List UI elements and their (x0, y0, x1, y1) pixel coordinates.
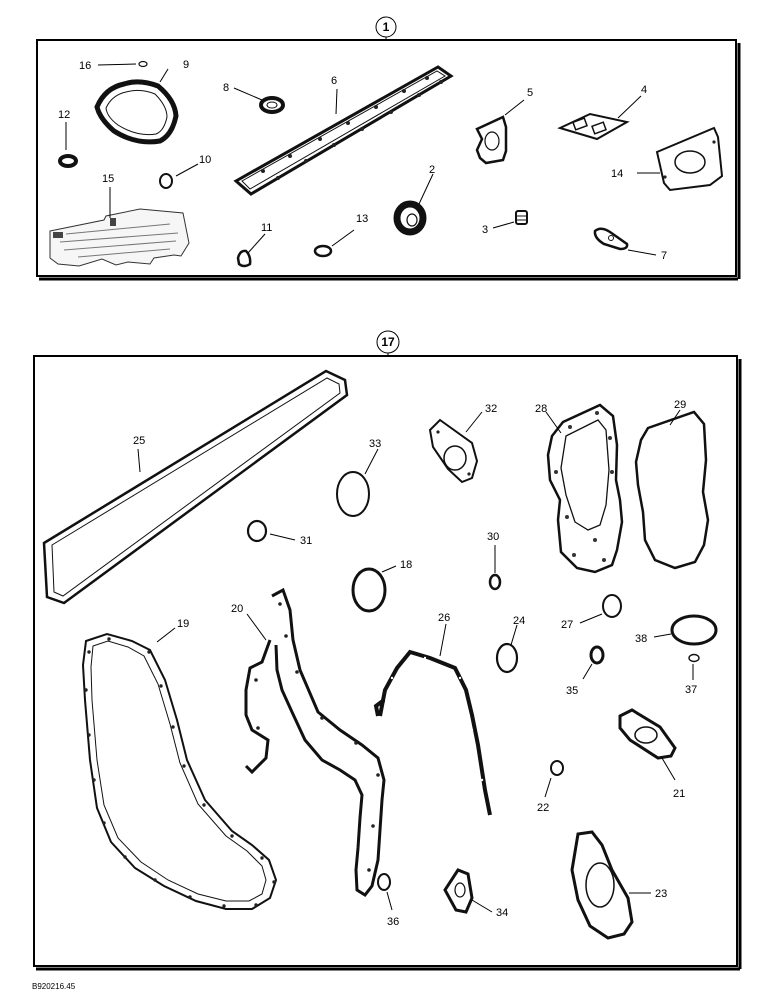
part-15-instruction-sheet (49, 208, 190, 267)
part-36-oring (377, 873, 391, 891)
callout-28: 28 (535, 403, 547, 415)
part-14-gasket (655, 126, 724, 192)
part-19-gasket (81, 632, 278, 910)
callout-33: 33 (369, 438, 381, 450)
callout-22: 22 (537, 802, 549, 814)
callout-36: 36 (387, 916, 399, 928)
part-2-seal (393, 200, 427, 236)
callout-38: 38 (635, 633, 647, 645)
callout-10: 10 (199, 154, 211, 166)
part-18-seal (351, 567, 387, 613)
part-27-oring (602, 594, 622, 618)
part-26-gasket (373, 649, 492, 816)
part-25-seal (42, 369, 349, 605)
part-22-oring (550, 760, 564, 776)
callout-35: 35 (566, 685, 578, 697)
part-7-gasket (593, 227, 629, 251)
callout-32: 32 (485, 403, 497, 415)
kit-1-frame (36, 39, 737, 277)
callout-29: 29 (674, 399, 686, 411)
callout-26: 26 (438, 612, 450, 624)
callout-34: 34 (496, 907, 508, 919)
part-5-gasket (475, 115, 508, 165)
part-6-bolt-holes (261, 76, 443, 180)
part-16-oring (138, 60, 148, 68)
part-32-gasket (428, 418, 479, 484)
part-35-seal (589, 645, 605, 665)
callout-7: 7 (661, 250, 667, 262)
callout-18: 18 (400, 559, 412, 571)
callout-2: 2 (429, 164, 435, 176)
part-30-washer (488, 573, 502, 591)
part-28-gasket (546, 403, 624, 574)
kit-1-group: 1 16 9 8 6 5 (36, 16, 741, 281)
callout-37: 37 (685, 684, 697, 696)
part-11-clip (236, 249, 252, 268)
part-37-oring (688, 653, 700, 663)
part-31-oring (246, 519, 268, 543)
callout-25: 25 (133, 435, 145, 447)
callout-21: 21 (673, 788, 685, 800)
callout-12: 12 (58, 109, 70, 121)
callout-8: 8 (223, 82, 229, 94)
kit-17-frame (33, 355, 738, 967)
callout-3: 3 (482, 224, 488, 236)
callout-15: 15 (102, 173, 114, 185)
kit-1-number: 1 (383, 20, 390, 34)
callout-4: 4 (641, 84, 647, 96)
part-3-grommet (515, 210, 528, 225)
part-24-oring (495, 642, 519, 674)
part-8-seal (259, 96, 285, 114)
part-20-gasket (244, 587, 386, 897)
part-9-seal (94, 79, 179, 145)
callout-5: 5 (527, 87, 533, 99)
callout-16: 16 (79, 60, 91, 72)
part-6-gasket (233, 65, 454, 196)
part-29-gasket (634, 410, 710, 570)
part-4-gasket (557, 112, 630, 141)
callout-23: 23 (655, 888, 667, 900)
callout-20: 20 (231, 603, 243, 615)
part-21-gasket (618, 708, 677, 760)
kit-17-number: 17 (381, 335, 395, 349)
callout-27: 27 (561, 619, 573, 631)
kit-17-group: 17 25 33 32 28 (33, 330, 742, 971)
callout-6: 6 (331, 75, 337, 87)
part-12-seal (58, 154, 78, 168)
part-10-oring (159, 173, 173, 189)
callout-14: 14 (611, 168, 623, 180)
part-13-washer (313, 244, 333, 258)
callout-11: 11 (261, 222, 272, 234)
callout-9: 9 (183, 59, 189, 71)
document-code: B920216.45 (32, 982, 76, 991)
callout-31: 31 (300, 535, 312, 547)
callout-24: 24 (513, 615, 525, 627)
part-34-gasket (443, 868, 474, 914)
part-38-oring (670, 614, 718, 646)
part-33-oring (336, 471, 370, 517)
callout-30: 30 (487, 531, 499, 543)
part-23-gasket (570, 830, 634, 940)
callout-19: 19 (177, 618, 189, 630)
callout-13: 13 (356, 213, 368, 225)
